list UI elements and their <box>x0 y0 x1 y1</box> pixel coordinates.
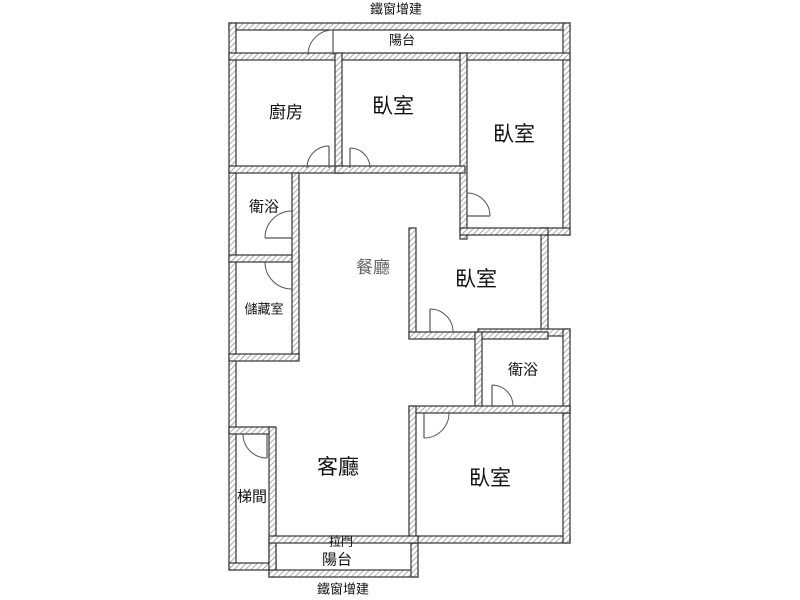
label-balcony-bottom: 陽台 <box>322 551 352 569</box>
outer-walls <box>228 22 571 578</box>
label-living: 客廳 <box>317 455 359 479</box>
label-bedroom-3: 臥室 <box>455 267 497 291</box>
label-iron-window-top: 鐵窗增建 <box>370 2 422 18</box>
door-swings <box>242 29 514 459</box>
label-bath-2: 衛浴 <box>508 361 538 379</box>
label-bath-1: 衛浴 <box>249 198 279 216</box>
label-bedroom-1: 臥室 <box>372 94 414 118</box>
label-iron-window-bottom: 鐵窗增建 <box>317 582 369 598</box>
interior-walls <box>228 52 571 571</box>
label-balcony-top: 陽台 <box>389 34 415 49</box>
label-bedroom-4: 臥室 <box>469 466 511 490</box>
label-sliding-door: 拉門 <box>329 534 353 549</box>
label-kitchen: 廚房 <box>269 102 303 123</box>
label-dining: 餐廳 <box>356 258 390 278</box>
label-bedroom-2: 臥室 <box>493 122 535 146</box>
label-storage: 儲藏室 <box>244 302 283 318</box>
room-labels: 鐵窗增建 陽台 廚房 臥室 臥室 衛浴 餐廳 臥室 儲藏室 衛浴 客廳 臥室 梯… <box>237 2 538 598</box>
label-stairs: 梯間 <box>237 488 267 506</box>
